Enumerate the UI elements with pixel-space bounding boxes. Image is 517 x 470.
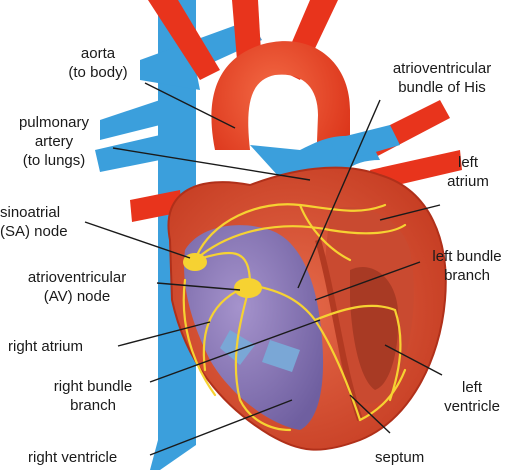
- sa-node: [183, 253, 207, 271]
- label-av-node: atrioventricular (AV) node: [2, 268, 152, 306]
- label-right-atrium-text: right atrium: [8, 337, 83, 356]
- label-pulmonary-artery-line-3: (to lungs): [2, 151, 106, 170]
- label-left-ventricle: left ventricle: [430, 378, 514, 416]
- label-left-atrium: left atrium: [438, 153, 498, 191]
- label-septum: septum: [375, 448, 424, 467]
- label-av-node-line-1: atrioventricular: [2, 268, 152, 287]
- label-left-atrium-line-1: left: [438, 153, 498, 172]
- label-pulmonary-artery: pulmonary artery (to lungs): [2, 113, 106, 170]
- label-right-atrium: right atrium: [8, 337, 83, 356]
- blue-branch-left: [100, 100, 160, 140]
- label-bundle-of-his-line-1: atrioventricular: [372, 59, 512, 78]
- label-right-ventricle: right ventricle: [28, 448, 117, 467]
- label-right-bundle-branch-line-2: branch: [38, 396, 148, 415]
- label-right-bundle-branch: right bundle branch: [38, 377, 148, 415]
- label-septum-text: septum: [375, 448, 424, 467]
- label-aorta-line-2: (to body): [58, 63, 138, 82]
- label-aorta-line-1: aorta: [58, 44, 138, 63]
- label-left-bundle-branch-line-2: branch: [418, 266, 516, 285]
- label-left-bundle-branch: left bundle branch: [418, 247, 516, 285]
- label-right-ventricle-text: right ventricle: [28, 448, 117, 467]
- label-pulmonary-artery-line-2: artery: [2, 132, 106, 151]
- label-pulmonary-artery-line-1: pulmonary: [2, 113, 106, 132]
- label-left-ventricle-line-2: ventricle: [430, 397, 514, 416]
- label-bundle-of-his: atrioventricular bundle of His: [372, 59, 512, 97]
- label-sa-node-line-2: (SA) node: [0, 222, 90, 241]
- label-sa-node: sinoatrial (SA) node: [0, 203, 90, 241]
- label-left-ventricle-line-1: left: [430, 378, 514, 397]
- av-node: [234, 278, 262, 298]
- label-left-bundle-branch-line-1: left bundle: [418, 247, 516, 266]
- label-sa-node-line-1: sinoatrial: [0, 203, 90, 222]
- label-bundle-of-his-line-2: bundle of His: [372, 78, 512, 97]
- label-right-bundle-branch-line-1: right bundle: [38, 377, 148, 396]
- label-av-node-line-2: (AV) node: [2, 287, 152, 306]
- label-aorta: aorta (to body): [58, 44, 138, 82]
- label-left-atrium-line-2: atrium: [438, 172, 498, 191]
